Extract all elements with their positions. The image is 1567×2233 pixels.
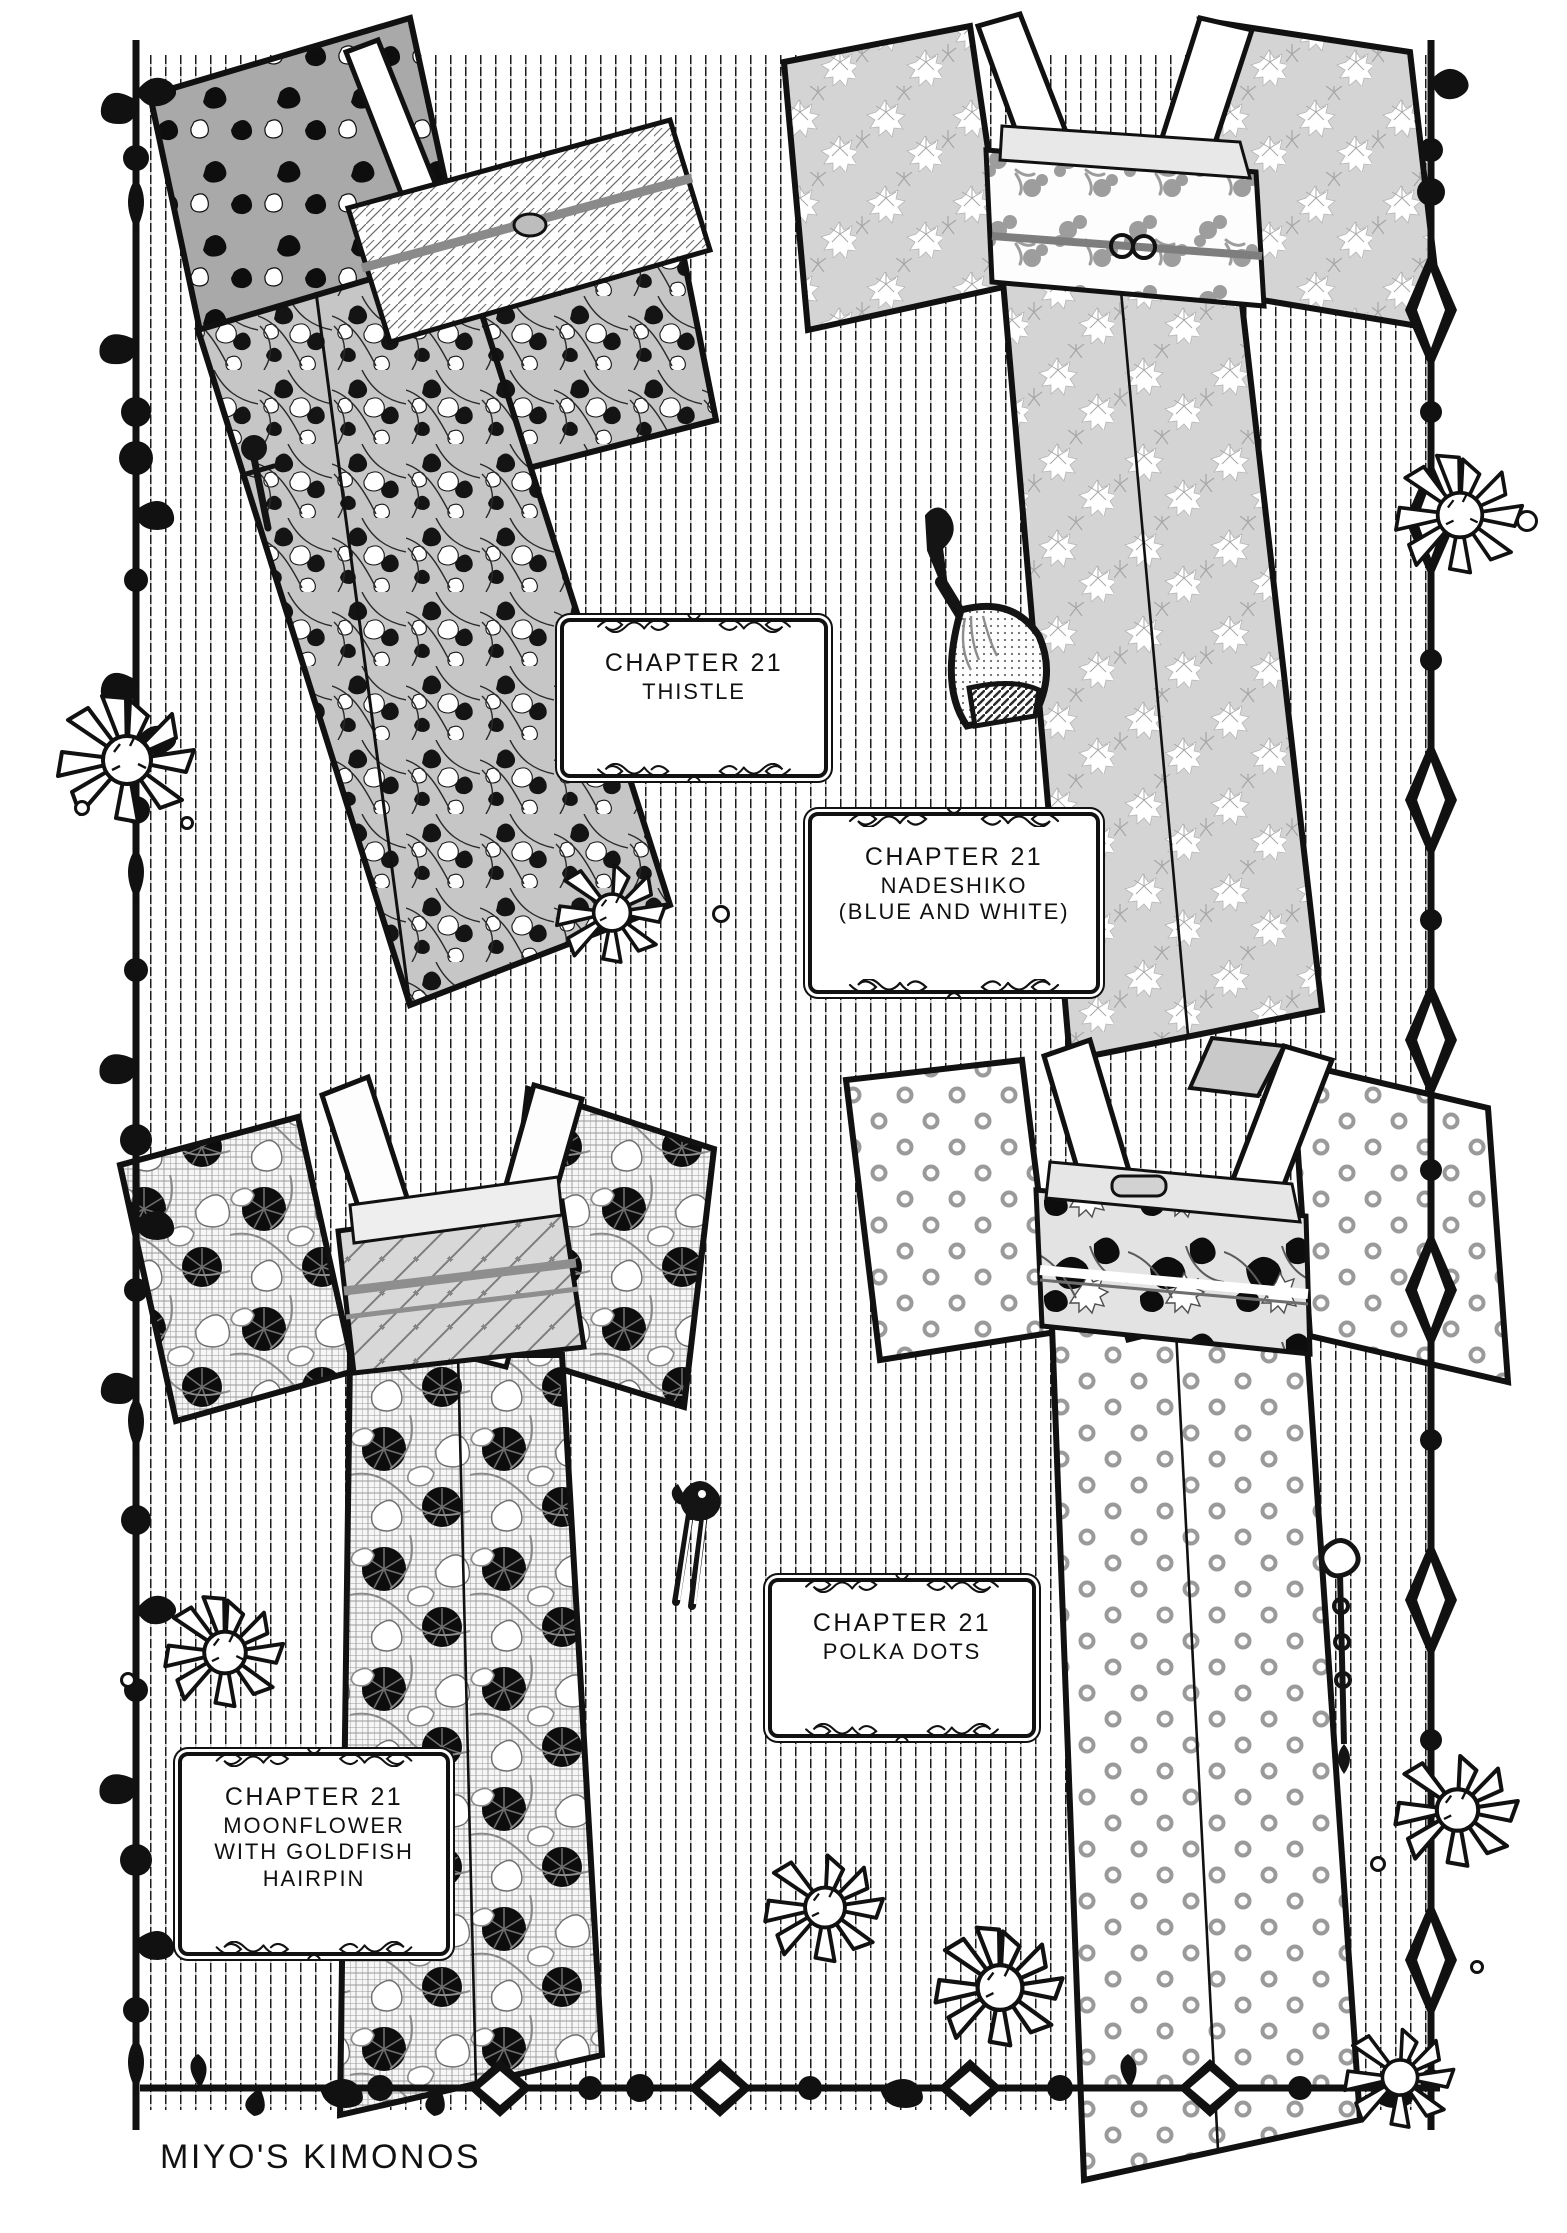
accent-circle — [74, 800, 90, 816]
right-border-chain — [1391, 40, 1471, 2130]
polka-left-sleeve — [842, 1056, 1060, 1364]
caption-ornament-bottom — [593, 763, 796, 785]
caption-nadeshiko: CHAPTER 21 NADESHIKO (BLUE AND WHITE) — [808, 807, 1100, 999]
moonflower-obi — [335, 1175, 587, 1376]
accent-circle — [1470, 1960, 1484, 1974]
caption-ornament-bottom — [843, 979, 1065, 1001]
caption-ornament-top — [593, 611, 796, 633]
chrysanthemum-flower — [1390, 1745, 1525, 1875]
moonflower-body — [336, 1352, 606, 2119]
nadeshiko-obi — [983, 124, 1267, 309]
polka-dot-kimono — [840, 1030, 1540, 2230]
caption-subtitle: MOONFLOWER — [223, 1812, 405, 1838]
caption-moonflower: CHAPTER 21 MOONFLOWER WITH GOLDFISH HAIR… — [178, 1748, 450, 1960]
caption-chapter: CHAPTER 21 — [864, 843, 1044, 871]
caption-polka-dots: CHAPTER 21 POLKA DOTS — [768, 1574, 1036, 1742]
dangling-hairpin-icon — [1300, 1530, 1380, 1790]
accent-circle — [1516, 510, 1538, 532]
caption-ornament-bottom — [801, 1723, 1004, 1745]
chrysanthemum-flower — [552, 855, 672, 970]
nadeshiko-kimono — [770, 0, 1460, 1180]
chrysanthemum-flower — [1390, 450, 1530, 580]
chrysanthemum-flower — [160, 1590, 290, 1715]
caption-subtitle: HAIRPIN — [262, 1866, 366, 1892]
nadeshiko-left-sleeve — [780, 22, 1012, 334]
left-border-vine — [96, 40, 177, 2130]
caption-ornament-top — [843, 805, 1065, 827]
caption-chapter: CHAPTER 21 — [812, 1609, 992, 1637]
caption-subtitle: WITH GOLDFISH — [214, 1839, 414, 1865]
accent-circle — [180, 816, 194, 830]
bottom-border-vine — [140, 2053, 1440, 2123]
caption-subtitle: POLKA DOTS — [822, 1638, 982, 1664]
goldfish-hairpin-icon — [668, 1470, 778, 1630]
polka-obi — [1033, 1160, 1313, 1357]
accent-circle — [712, 905, 730, 923]
chrysanthemum-flower — [930, 1920, 1070, 2055]
thistle-obi — [344, 116, 714, 346]
caption-chapter: CHAPTER 21 — [224, 1783, 404, 1811]
chrysanthemum-flower — [1340, 2020, 1460, 2135]
caption-subtitle: NADESHIKO — [880, 872, 1028, 898]
caption-ornament-bottom — [211, 1941, 417, 1963]
thistle-kimono — [110, 0, 730, 1130]
thistle-hairpin-icon — [228, 430, 298, 540]
uchiwa-fan-icon — [905, 498, 1055, 748]
caption-ornament-top — [801, 1571, 1004, 1593]
caption-subtitle: (BLUE AND WHITE) — [838, 899, 1070, 925]
caption-thistle: CHAPTER 21 THISTLE — [560, 614, 828, 782]
caption-ornament-top — [211, 1745, 417, 1767]
accent-circle — [120, 1672, 136, 1688]
caption-chapter: CHAPTER 21 — [604, 649, 784, 677]
caption-subtitle: THISTLE — [642, 678, 746, 704]
chrysanthemum-flower — [760, 1845, 890, 1970]
accent-circle — [1370, 1856, 1386, 1872]
page-title: MIYO'S KIMONOS — [160, 2138, 482, 2176]
